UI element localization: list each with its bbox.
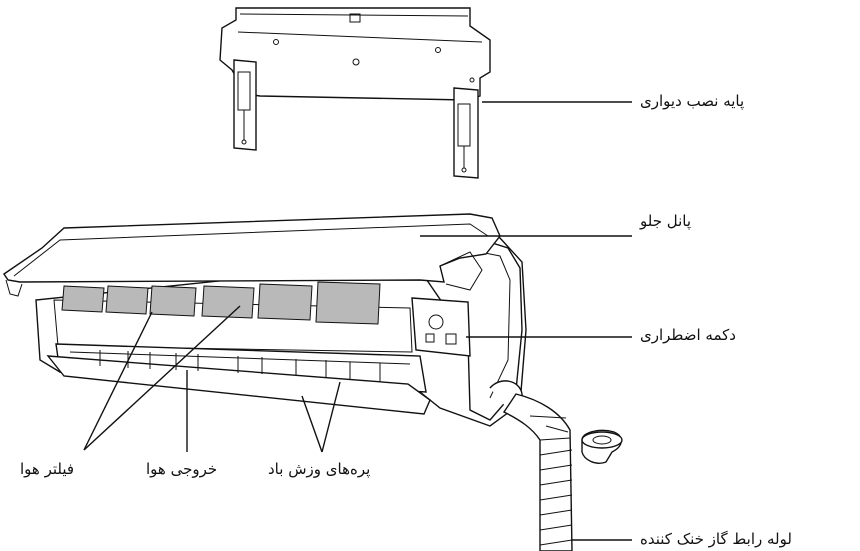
front-panel-label: پانل جلو: [640, 212, 692, 230]
refrigerant-pipe: [489, 380, 623, 551]
wall-mount-label: پایه نصب دیواری: [640, 92, 745, 110]
leader-lines: [83, 101, 632, 541]
indoor-unit: [35, 229, 527, 427]
emergency-button-label: دکمه اضطراری: [640, 326, 736, 344]
wall-mounting-plate: [219, 7, 491, 179]
louvers-label: پره‌های وزش باد: [268, 460, 371, 478]
louver-blades: [99, 350, 381, 382]
air-filter-label: فیلتر هوا: [20, 460, 75, 478]
air-outlet-label: خروجی هوا: [146, 460, 218, 478]
front-panel: [3, 213, 501, 297]
refrigerant-pipe-label: لوله رابط گاز خنک کننده: [640, 530, 792, 548]
